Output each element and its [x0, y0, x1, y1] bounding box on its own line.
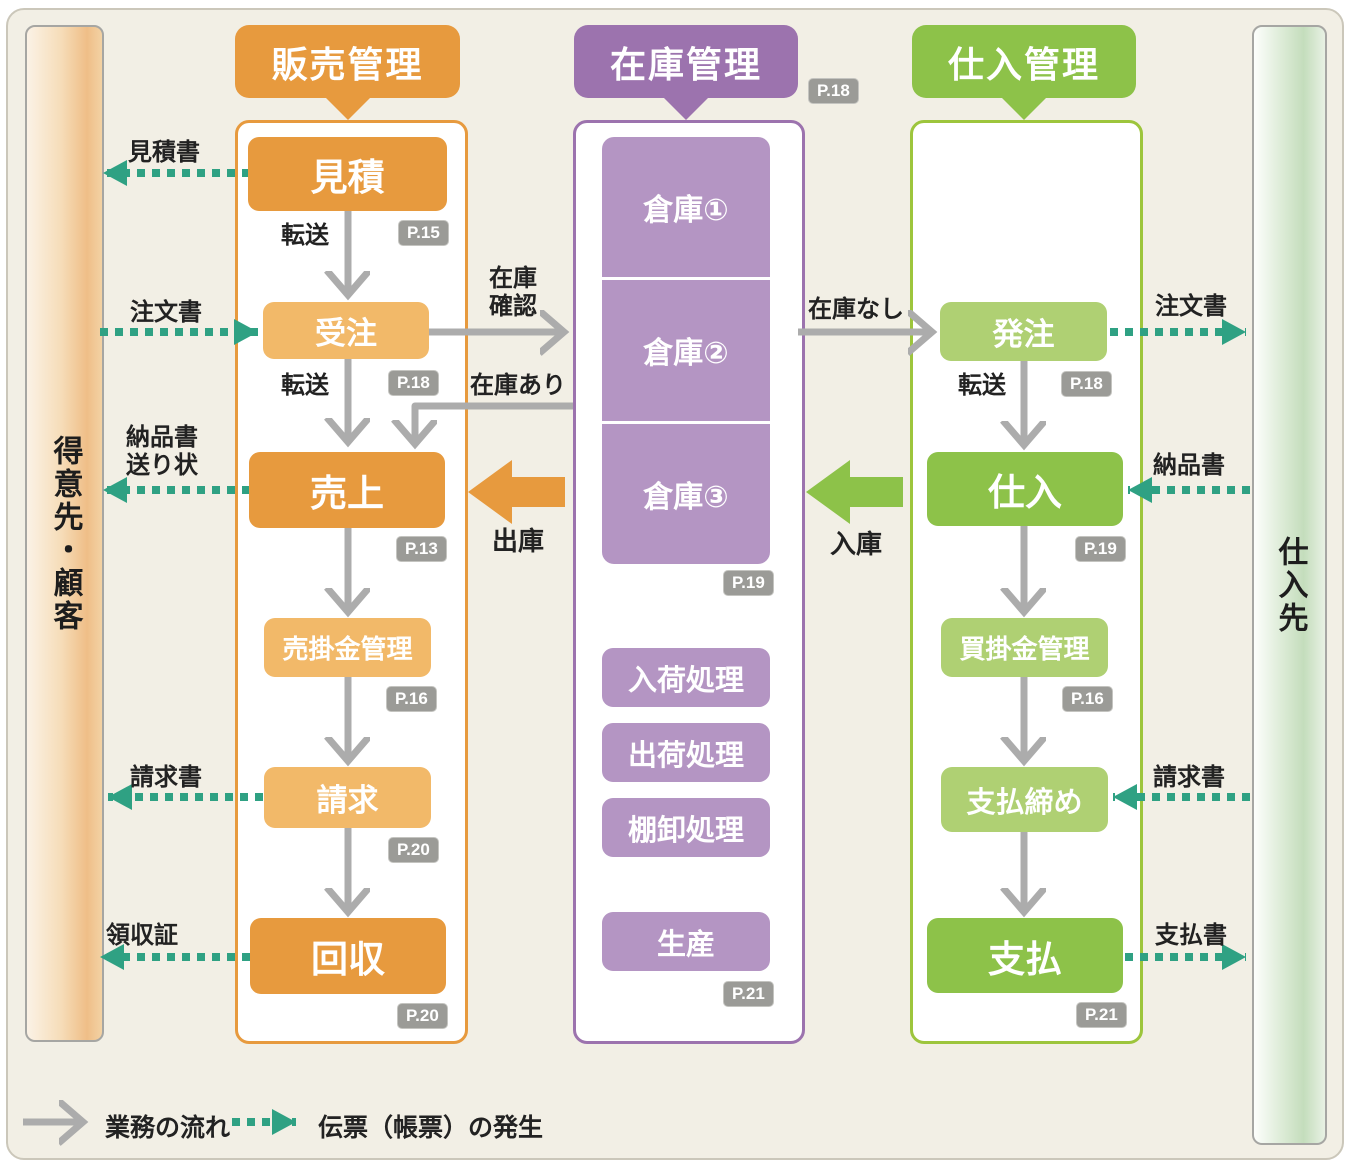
- page-badge-order: P.18: [388, 370, 439, 397]
- invoice-right-label: 請求書: [1153, 764, 1225, 791]
- payable-box: 買掛金管理: [941, 618, 1108, 677]
- purchase-header: 仕入管理: [912, 25, 1136, 98]
- page-badge-billing: P.20: [388, 837, 439, 864]
- order-box: 受注: [263, 302, 429, 359]
- warehouse1-box: 倉庫①: [602, 137, 770, 278]
- transfer-label-2: 転送: [281, 372, 329, 399]
- suppliers-label: 仕入先: [1273, 535, 1307, 635]
- order-form-left-label: 注文書: [130, 299, 202, 326]
- legend-flow-label: 業務の流れ: [105, 1114, 231, 1142]
- collection-box: 回収: [250, 918, 446, 994]
- invoice-left-label: 請求書: [130, 764, 202, 791]
- purchase-group-box: [910, 120, 1143, 1044]
- delivery-note-left-label: 納品書 送り状: [126, 424, 198, 479]
- page-badge-warehouse: P.19: [723, 570, 774, 597]
- order-form-right-label: 注文書: [1155, 293, 1227, 320]
- closing-box: 支払締め: [941, 767, 1108, 832]
- warehouse2-box: 倉庫②: [602, 280, 770, 421]
- suppliers-bar: 仕入先: [1252, 25, 1327, 1145]
- receivable-box: 売掛金管理: [264, 618, 431, 677]
- page-badge-collection: P.20: [397, 1003, 448, 1030]
- page-badge-inventory-header: P.18: [808, 78, 859, 105]
- page-badge-purchase: P.19: [1075, 536, 1126, 563]
- quotation-label: 見積書: [128, 139, 200, 166]
- billing-box: 請求: [264, 767, 431, 828]
- inventory-header: 在庫管理: [574, 25, 798, 98]
- page-badge-payable: P.16: [1062, 686, 1113, 713]
- page-badge-po: P.18: [1061, 371, 1112, 398]
- shipping-box: 出荷処理: [602, 723, 770, 782]
- stock-check-label: 在庫 確認: [489, 265, 537, 320]
- inbound-label: 入庫: [830, 529, 883, 559]
- page-badge-payment: P.21: [1076, 1002, 1127, 1029]
- warehouse3-box: 倉庫③: [602, 423, 770, 564]
- transfer-label-1: 転送: [281, 222, 329, 249]
- page-badge-receivable: P.16: [386, 686, 437, 713]
- outbound-label: 出庫: [492, 526, 545, 556]
- sales-box: 売上: [249, 452, 445, 528]
- payment-box: 支払: [927, 918, 1123, 993]
- stocktaking-box: 棚卸処理: [602, 798, 770, 857]
- warehouse-stack: 倉庫① 倉庫② 倉庫③: [602, 137, 770, 564]
- delivery-note-right-label: 納品書: [1153, 452, 1225, 479]
- sales-header: 販売管理: [235, 25, 460, 98]
- payment-slip-label: 支払書: [1155, 922, 1227, 949]
- po-box: 発注: [940, 302, 1107, 361]
- transfer-label-3: 転送: [958, 372, 1006, 399]
- page-badge-sales: P.13: [396, 536, 447, 563]
- legend-doc-label: 伝票（帳票）の発生: [318, 1114, 544, 1142]
- no-stock-label: 在庫なし: [808, 296, 904, 323]
- estimate-box: 見積: [248, 137, 447, 211]
- receiving-box: 入荷処理: [602, 648, 770, 707]
- sales-group-box: [235, 120, 468, 1044]
- customers-bar: 得意先・顧客: [25, 25, 104, 1042]
- page-badge-production: P.21: [723, 981, 774, 1008]
- in-stock-label: 在庫あり: [470, 372, 566, 399]
- customers-label: 得意先・顧客: [48, 434, 82, 633]
- page-badge-estimate: P.15: [398, 220, 449, 247]
- production-box: 生産: [602, 912, 770, 971]
- receipt-label: 領収証: [106, 922, 178, 949]
- purchase-box: 仕入: [927, 452, 1123, 526]
